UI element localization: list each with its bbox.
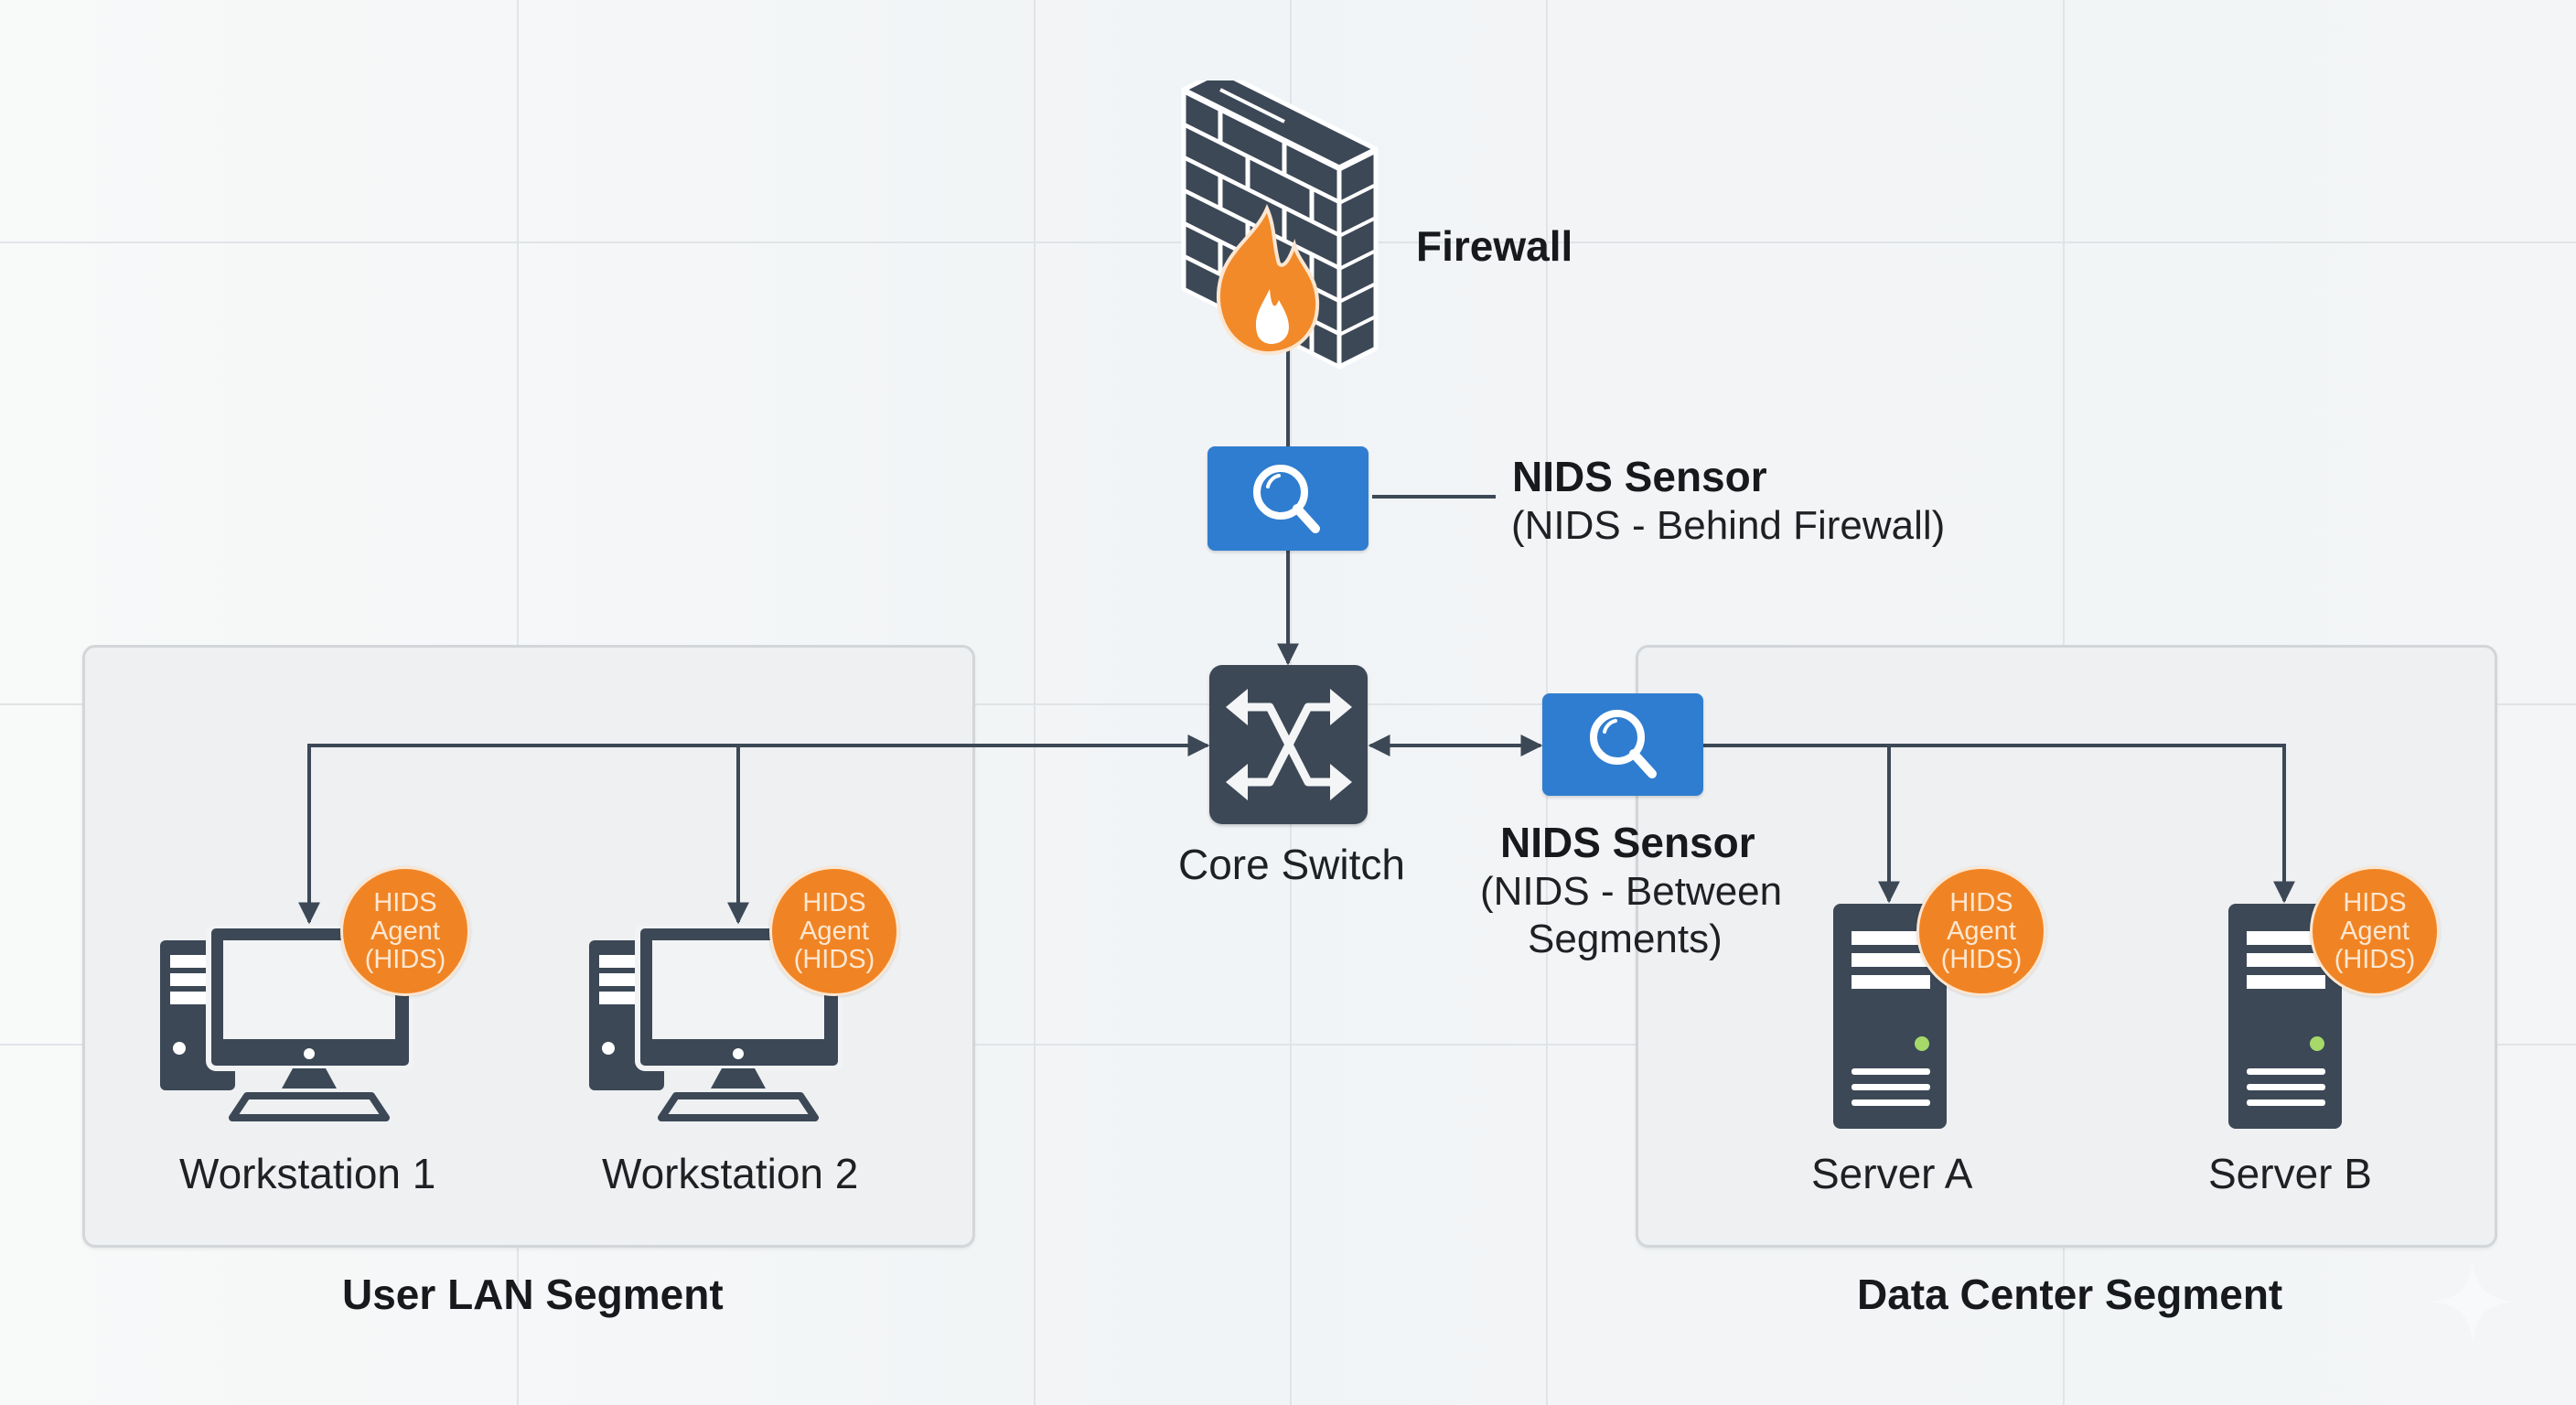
server-tower-icon[interactable] bbox=[2227, 904, 2344, 1131]
grid-line bbox=[1034, 0, 1036, 1405]
magnifier-icon bbox=[1590, 710, 1657, 778]
grid-line bbox=[0, 1044, 2576, 1046]
nids-top-subtitle: (NIDS - Behind Firewall) bbox=[1511, 503, 1946, 548]
badge-line: Agent bbox=[1947, 916, 2016, 946]
firewall-icon bbox=[1181, 80, 1379, 370]
workstation-1-label: Workstation 1 bbox=[179, 1150, 436, 1197]
server-a-label: Server A bbox=[1811, 1150, 1973, 1197]
switch-crossed-arrows-icon bbox=[1226, 689, 1352, 800]
nids-top-title: NIDS Sensor bbox=[1512, 453, 1767, 500]
hids-agent-badge: HIDS Agent (HIDS) bbox=[2310, 866, 2440, 996]
firewall-label: Firewall bbox=[1416, 222, 1573, 270]
badge-line: HIDS bbox=[2343, 887, 2407, 917]
nids-between-subtitle-line2: Segments) bbox=[1528, 917, 1723, 961]
status-led bbox=[2310, 1036, 2324, 1051]
nids-between-title: NIDS Sensor bbox=[1500, 819, 1755, 866]
wire-lan-bus bbox=[298, 735, 1210, 925]
badge-line: HIDS bbox=[802, 887, 866, 917]
core-switch-label: Core Switch bbox=[1178, 841, 1405, 888]
server-b-label: Server B bbox=[2208, 1150, 2372, 1197]
server-tower-icon[interactable] bbox=[1831, 904, 1948, 1131]
nids-between-subtitle-line1: (NIDS - Between bbox=[1480, 869, 1783, 914]
hids-agent-badge: HIDS Agent (HIDS) bbox=[1916, 866, 2046, 996]
user-lan-segment-label: User LAN Segment bbox=[342, 1271, 724, 1318]
badge-line: (HIDS) bbox=[793, 944, 875, 974]
badge-line: (HIDS) bbox=[364, 944, 446, 974]
badge-line: Agent bbox=[2340, 916, 2410, 946]
data-center-segment-label: Data Center Segment bbox=[1857, 1271, 2283, 1318]
hids-agent-badge: HIDS Agent (HIDS) bbox=[769, 866, 899, 996]
nids-sensor-between-segments[interactable] bbox=[1542, 693, 1703, 796]
badge-line: Agent bbox=[800, 916, 869, 946]
workstation-2-label: Workstation 2 bbox=[602, 1150, 859, 1197]
badge-line: HIDS bbox=[1949, 887, 2013, 917]
sparkle-icon bbox=[2431, 1260, 2515, 1344]
badge-line: (HIDS) bbox=[1940, 944, 2023, 974]
core-switch[interactable] bbox=[1209, 665, 1368, 824]
magnifier-icon bbox=[1253, 465, 1320, 533]
nids-sensor-behind-firewall[interactable] bbox=[1208, 446, 1368, 551]
badge-line: Agent bbox=[370, 916, 440, 946]
status-led bbox=[1915, 1036, 1929, 1051]
hids-agent-badge: HIDS Agent (HIDS) bbox=[340, 866, 470, 996]
badge-line: HIDS bbox=[373, 887, 437, 917]
wire-dc-bus bbox=[1703, 744, 2295, 904]
flame-icon bbox=[1216, 204, 1320, 356]
badge-line: (HIDS) bbox=[2334, 944, 2416, 974]
